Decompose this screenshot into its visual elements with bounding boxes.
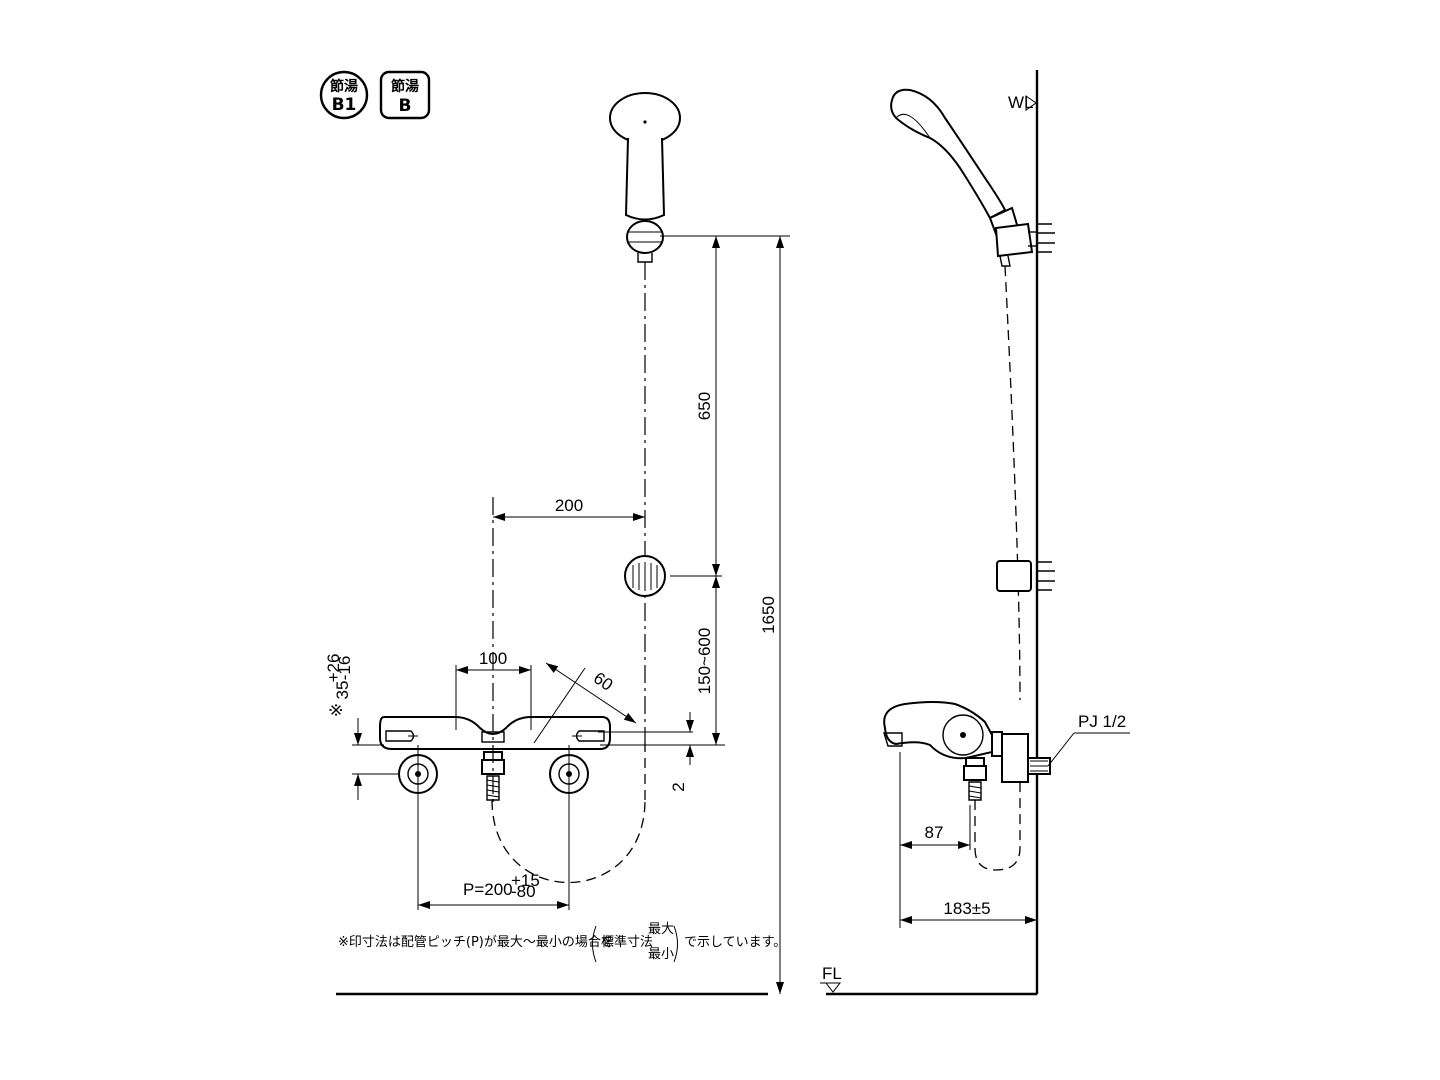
badge-b-bottom: B bbox=[399, 96, 412, 116]
dim-60: 60 bbox=[590, 668, 616, 694]
shower-head-side-icon bbox=[890, 88, 1020, 236]
upper-holder-icon bbox=[626, 220, 664, 263]
pj-label: PJ 1/2 bbox=[1078, 712, 1126, 731]
hose-connector-side-icon bbox=[963, 757, 987, 801]
badge-b1-circle-icon bbox=[319, 70, 369, 120]
front-view bbox=[379, 92, 722, 910]
note-before: ※印寸法は配管ピッチ(P)が最大～最小の場合を bbox=[338, 935, 614, 950]
fl-marker: FL bbox=[820, 964, 1037, 996]
lower-holder-icon bbox=[624, 555, 722, 597]
wl-label: WL bbox=[1008, 93, 1034, 112]
dim-2: 2 bbox=[669, 782, 688, 791]
badge-b1-top: 節湯 bbox=[330, 78, 358, 95]
dim-183: 183±5 bbox=[943, 899, 990, 918]
dim-35-main: 35 bbox=[333, 681, 352, 700]
footnote: ※印寸法は配管ピッチ(P)が最大～最小の場合を 標準寸法 最大 最小 で示してい… bbox=[338, 922, 786, 963]
dim-p-tol-down: -80 bbox=[511, 882, 536, 901]
badge-b1-bottom: B1 bbox=[332, 95, 357, 115]
lower-holder-side-icon bbox=[996, 560, 1055, 592]
dim-200: 200 bbox=[555, 496, 583, 515]
dim-150-600: 150~600 bbox=[695, 628, 714, 695]
fl-label: FL bbox=[822, 964, 842, 983]
dim-1650: 1650 bbox=[759, 596, 778, 634]
svg-text:※: ※ bbox=[327, 703, 346, 717]
mixer-body-side-icon bbox=[883, 701, 1051, 783]
dim-87: 87 bbox=[925, 823, 944, 842]
front-dimensions: 200 650 150~600 1650 2 100 60 35 +2 bbox=[324, 235, 790, 994]
badge-b: 節湯 B bbox=[379, 70, 431, 120]
hose-loop-front bbox=[491, 799, 646, 884]
dim-100: 100 bbox=[479, 649, 507, 668]
hose-loop-side bbox=[974, 782, 1021, 871]
note-inner-top: 最大 bbox=[648, 922, 674, 937]
badge-b1: 節湯 B1 bbox=[319, 70, 369, 120]
side-dimensions: 87 183±5 bbox=[899, 752, 1037, 928]
note-inner-bottom: 最小 bbox=[648, 947, 674, 962]
dim-p-main: P=200 bbox=[463, 880, 513, 899]
side-view: WL bbox=[883, 70, 1130, 994]
shower-head-icon bbox=[609, 92, 681, 221]
badge-b-top: 節湯 bbox=[391, 78, 419, 95]
upper-holder-side-icon bbox=[994, 222, 1055, 267]
dim-p-tol-up: +15 bbox=[511, 871, 540, 890]
note-inner-left: 標準寸法 bbox=[601, 934, 653, 950]
dim-650: 650 bbox=[695, 392, 714, 420]
dim-35-tol-up: +26 bbox=[324, 654, 343, 683]
dim-35-tol-down: -16 bbox=[335, 656, 354, 681]
note-after: で示しています。 bbox=[684, 935, 786, 950]
hose-side bbox=[1004, 265, 1021, 701]
mixer-body-front-icon bbox=[379, 716, 611, 750]
badge-b-square-icon bbox=[379, 70, 431, 120]
